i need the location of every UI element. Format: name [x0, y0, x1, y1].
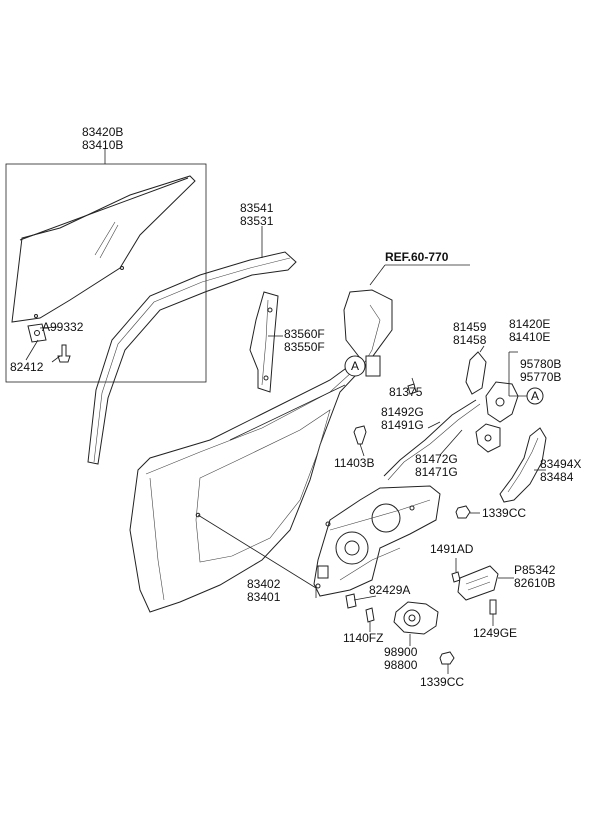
window-switch — [457, 565, 499, 601]
door-glass-group — [5, 148, 207, 383]
part-labels: 83420B 83410B A99332 82412 83541 83531 8… — [10, 125, 581, 689]
callout-a-door: A — [344, 355, 381, 377]
run-channel-group — [87, 226, 297, 465]
switch-group — [457, 565, 514, 601]
label-sensor-1: 95780B — [520, 357, 561, 371]
door-panel-group — [129, 289, 393, 613]
label-cable-b-2: 81471G — [415, 465, 458, 479]
label-screw-b: 1140FZ — [343, 631, 383, 645]
label-screw-c: 1249GE — [473, 626, 517, 640]
handle-group — [499, 427, 547, 503]
ref-callout: REF.60-770 — [369, 250, 470, 286]
label-lock-rod-1: 81459 — [453, 320, 487, 334]
label-run-channel-1: 83560F — [284, 327, 325, 341]
door-glass — [11, 175, 196, 323]
label-bracket: 82412 — [10, 360, 44, 374]
label-sensor-2: 95770B — [520, 370, 561, 384]
label-latch-2: 81410E — [509, 330, 550, 344]
motor-group — [393, 601, 439, 646]
label-regulator-2: 83401 — [247, 590, 281, 604]
label-cable-a-1: 81492G — [381, 405, 424, 419]
lock-rod-bracket — [465, 351, 487, 395]
rear-channel-group — [249, 291, 283, 393]
label-channel-2: 83531 — [240, 214, 274, 228]
label-nut-a: 1339CC — [482, 506, 526, 520]
run-channel — [87, 251, 297, 465]
label-cable-b-1: 81472G — [415, 452, 458, 466]
svg-text:A: A — [351, 359, 359, 373]
label-run-channel-2: 83550F — [284, 340, 325, 354]
label-switch-1: P85342 — [514, 563, 556, 577]
label-bolt-b: 1491AD — [430, 542, 474, 556]
window-regulator — [313, 485, 441, 597]
bolt-1491ad — [451, 558, 461, 583]
glass-bolt — [57, 344, 71, 363]
screw-1249ge — [489, 599, 497, 626]
label-clip: 81375 — [389, 385, 423, 399]
label-lock-rod-2: 81458 — [453, 333, 487, 347]
label-cable-a-2: 81491G — [381, 418, 424, 432]
label-screw-a: 11403B — [334, 456, 374, 470]
nut-lower — [439, 651, 455, 674]
label-motor-2: 98800 — [384, 658, 418, 672]
regulator-group — [313, 485, 441, 598]
label-glass-2: 83410B — [82, 138, 123, 152]
label-handle-2: 83484 — [540, 470, 574, 484]
door-outer-panel — [129, 289, 393, 613]
latch-group: A — [465, 337, 544, 453]
label-channel-1: 83541 — [240, 201, 274, 215]
label-nut-b: 1339CC — [420, 675, 464, 689]
label-regulator-1: 83402 — [247, 577, 281, 591]
label-motor-1: 98900 — [384, 645, 418, 659]
motor-bracket-group — [345, 593, 377, 632]
label-glass-1: 83420B — [82, 125, 123, 139]
label-motor-bracket: 82429A — [369, 583, 410, 597]
door-latch — [485, 381, 519, 423]
nut-upper — [455, 505, 480, 519]
label-latch-1: 81420E — [509, 317, 550, 331]
svg-text:A: A — [531, 389, 539, 403]
latch-actuator — [475, 423, 501, 453]
cables-group — [383, 377, 481, 481]
label-handle-1: 83494X — [540, 457, 581, 471]
release-cable — [383, 399, 477, 477]
glass-bracket — [27, 323, 47, 343]
small-clip — [407, 383, 417, 395]
label-switch-2: 82610B — [514, 576, 555, 590]
rear-run-channel — [249, 291, 279, 393]
label-bolt-a: A99332 — [42, 320, 84, 334]
screw-11403b — [353, 425, 367, 457]
window-motor — [393, 601, 439, 635]
ref-label: REF.60-770 — [385, 250, 449, 264]
